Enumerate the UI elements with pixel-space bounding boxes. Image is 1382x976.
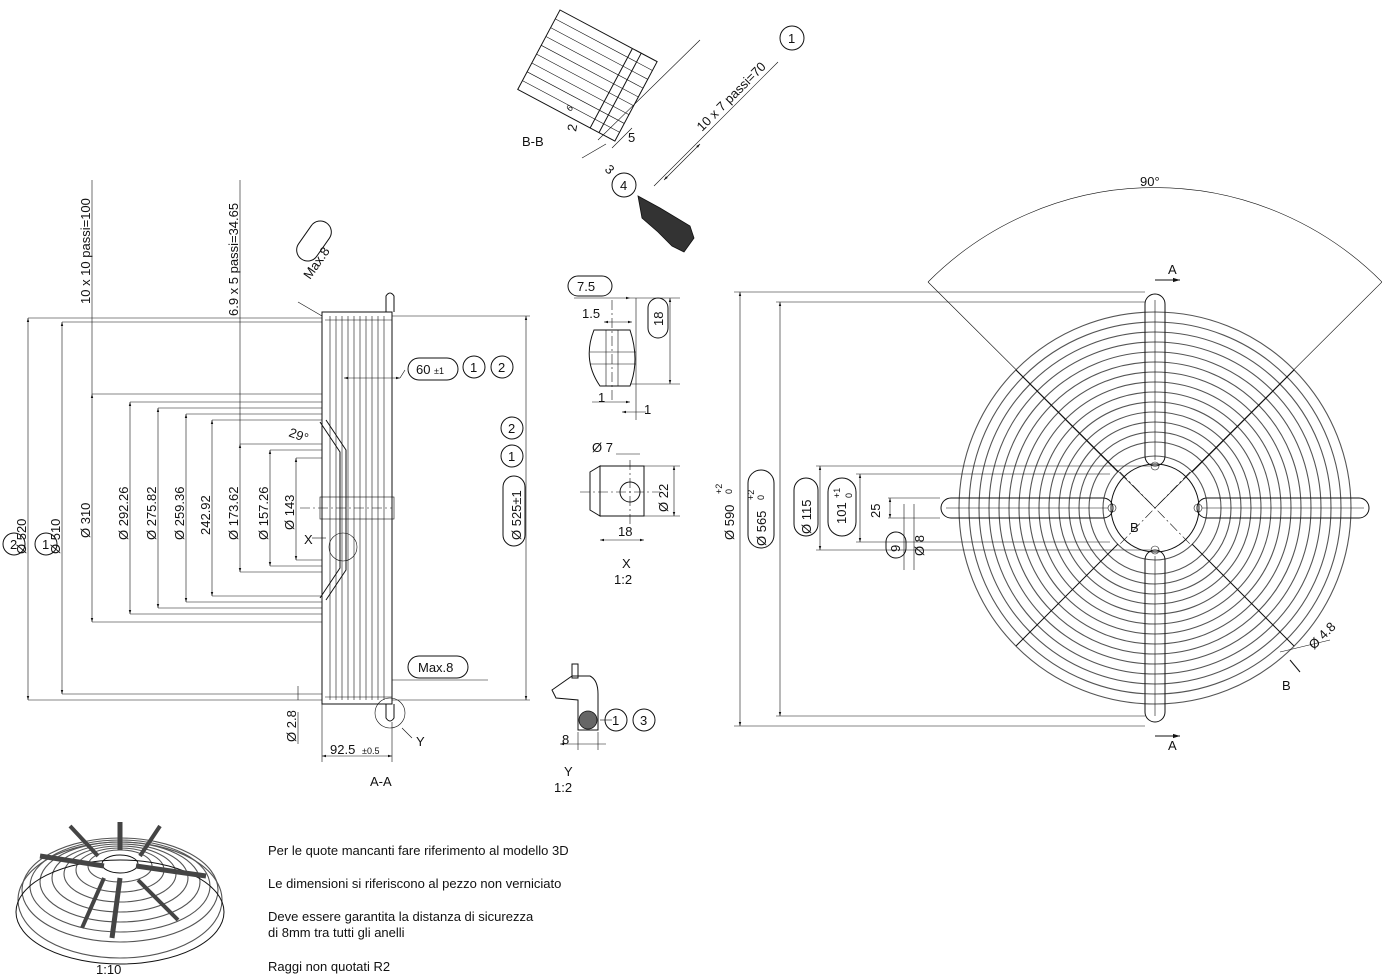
spokes <box>940 293 1370 723</box>
front-d8: Ø 8 <box>912 535 927 556</box>
balloon-2-60: 2 <box>498 360 505 375</box>
section-bb-view: 10 x 7 passi=70 5 3 2 6 B-B 1 4 <box>517 9 805 253</box>
x-d18v: 18 <box>651 312 666 326</box>
pitch-10x10: 10 x 10 passi=100 <box>78 198 93 304</box>
dim-d173: Ø 173.62 <box>226 487 241 541</box>
balloon-1-60: 1 <box>470 360 477 375</box>
view-label-y: Y <box>564 764 573 779</box>
clip-part-icon <box>637 195 695 253</box>
front-d590: Ø 590 <box>722 505 737 540</box>
dim-d242: 242.92 <box>198 495 213 535</box>
balloon-1-y: 1 <box>612 713 619 728</box>
dim-angle29: 29° <box>287 425 311 446</box>
detail-x-view: 7.5 1.5 18 1 1 Ø 7 Ø 22 18 X 1:2 <box>567 275 680 587</box>
balloon-2-right: 2 <box>508 421 515 436</box>
view-scale-x: 1:2 <box>614 572 632 587</box>
front-d25: 25 <box>868 504 883 518</box>
dim-d259: Ø 259.36 <box>172 487 187 541</box>
note-safety-distance: Deve essere garantita la distanza di sic… <box>268 909 534 940</box>
bb-pitch7: 10 x 7 passi=70 <box>694 59 769 134</box>
front-d115: Ø 115 <box>799 500 814 534</box>
dim-d157: Ø 157.26 <box>256 487 271 541</box>
balloon-1-bb: 1 <box>788 31 795 46</box>
dim-925-tol: ±0.5 <box>362 746 379 756</box>
iso-scale: 1:10 <box>96 962 121 976</box>
x-d1b: 1 <box>644 402 651 417</box>
front-d101: 101 <box>834 502 849 524</box>
dim-d28: Ø 2.8 <box>284 710 299 742</box>
dim-d310: Ø 310 <box>78 503 93 538</box>
label-a-top: A <box>1168 262 1177 277</box>
front-d565-tol-dn: 0 <box>756 495 766 500</box>
front-d101-tol-up: +1 <box>832 488 842 498</box>
balloon-1-right: 1 <box>508 449 515 464</box>
view-scale-y: 1:2 <box>554 780 572 795</box>
dim-d525: Ø 525±1 <box>509 490 524 540</box>
balloon-1-left: 1 <box>42 537 49 552</box>
x-d22: Ø 22 <box>656 484 671 512</box>
front-d9: 9 <box>888 545 903 552</box>
bb-d5: 5 <box>628 130 635 145</box>
label-b-center: B <box>1130 520 1139 535</box>
view-label-x: X <box>622 556 631 571</box>
view-label-bb: B-B <box>522 134 544 149</box>
detail-x-marker <box>328 532 358 562</box>
bb-d2: 2 <box>564 123 580 133</box>
dim-d275: Ø 275.82 <box>144 487 159 541</box>
dim-d510: Ø 510 <box>48 519 63 554</box>
isometric-view: 1:10 <box>15 822 225 976</box>
section-aa-view <box>26 180 530 762</box>
label-b-bot: B <box>1282 678 1291 693</box>
x-d1a: 1 <box>598 390 605 405</box>
note-3d-model: Per le quote mancanti fare riferimento a… <box>268 843 569 858</box>
detail-y-view: 8 1 3 Y 1:2 <box>551 663 656 795</box>
dim-max8-top: Max.8 <box>300 244 333 282</box>
view-label-aa: A-A <box>370 774 392 789</box>
pitch-69x5: 6.9 x 5 passi=34.65 <box>226 203 241 316</box>
dim-d292: Ø 292.26 <box>116 487 131 541</box>
x-d18h: 18 <box>618 524 632 539</box>
dim-max8-bot: Max.8 <box>418 660 453 675</box>
x-d15: 1.5 <box>582 306 600 321</box>
front-d565-tol-up: +2 <box>746 490 756 500</box>
label-y: Y <box>416 734 425 749</box>
dim-925: 92.5 <box>330 742 355 757</box>
front-d590-tol-up: +2 <box>714 484 724 494</box>
dim-60-tol: ±1 <box>434 366 444 376</box>
x-d75: 7.5 <box>577 279 595 294</box>
detail-y-marker <box>374 697 406 729</box>
y-d8: 8 <box>562 732 569 747</box>
balloons-aa: 2 1 1 2 2 1 <box>2 355 524 556</box>
front-angle90: 90° <box>1140 174 1160 189</box>
x-d7: Ø 7 <box>592 440 613 455</box>
front-d590-tol-dn: 0 <box>724 489 734 494</box>
front-d565: Ø 565 <box>754 511 769 546</box>
dim-60: 60 <box>416 362 430 377</box>
front-d48: Ø 4.8 <box>1306 619 1339 652</box>
balloon-3-y: 3 <box>640 713 647 728</box>
section-aa-dimensions: Ø 520 Ø 510 Ø 310 Ø 292.26 Ø 275.82 Ø 25… <box>14 198 526 789</box>
balloon-4-bb: 4 <box>620 178 627 193</box>
dim-d143: Ø 143 <box>282 495 297 530</box>
note-unpainted: Le dimensioni si riferiscono al pezzo no… <box>268 876 562 891</box>
bb-d3: 3 <box>602 162 618 178</box>
label-x: X <box>304 532 313 547</box>
note-radii: Raggi non quotati R2 <box>268 959 391 974</box>
front-view: 90° A A B B Ø 590 +2 0 Ø 565 +2 0 <box>714 174 1382 753</box>
balloon-2-left: 2 <box>10 537 17 552</box>
bb-d6: 6 <box>564 103 575 114</box>
label-a-bot: A <box>1168 738 1177 753</box>
front-d101-tol-dn: 0 <box>844 493 854 498</box>
